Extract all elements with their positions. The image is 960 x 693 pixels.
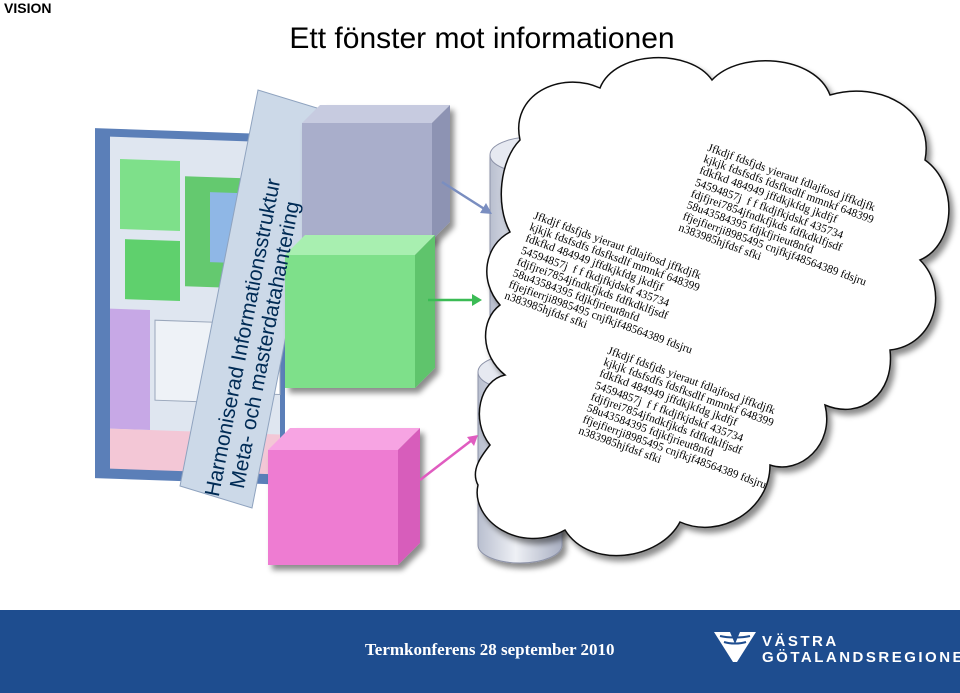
vision-label: VISION <box>4 0 52 16</box>
page-title: Ett fönster mot informationen <box>0 22 960 56</box>
arrows <box>419 180 492 481</box>
green-window-3 <box>125 239 180 302</box>
logo-line-1: VÄSTRA <box>762 633 839 650</box>
cloud <box>474 56 950 557</box>
page-title-text: Ett fönster mot informationen <box>289 22 675 55</box>
footer-bar <box>0 610 960 693</box>
green-window-1 <box>120 158 180 232</box>
green-box <box>285 235 435 388</box>
lilac-window <box>110 308 150 430</box>
pink-box <box>268 428 420 565</box>
arrow-pink-to-cylinder <box>419 439 473 481</box>
vgr-logo-icon <box>714 632 756 662</box>
gray-box <box>302 105 450 240</box>
logo-line-2: GÖTALANDSREGIONEN <box>762 649 960 666</box>
vgr-logo-text: VÄSTRA GÖTALANDSREGIONEN <box>762 634 960 666</box>
illustration <box>95 56 950 565</box>
conference-label: Termkonferens 28 september 2010 <box>365 640 615 659</box>
arrow-gray-to-cylinder <box>441 180 487 212</box>
